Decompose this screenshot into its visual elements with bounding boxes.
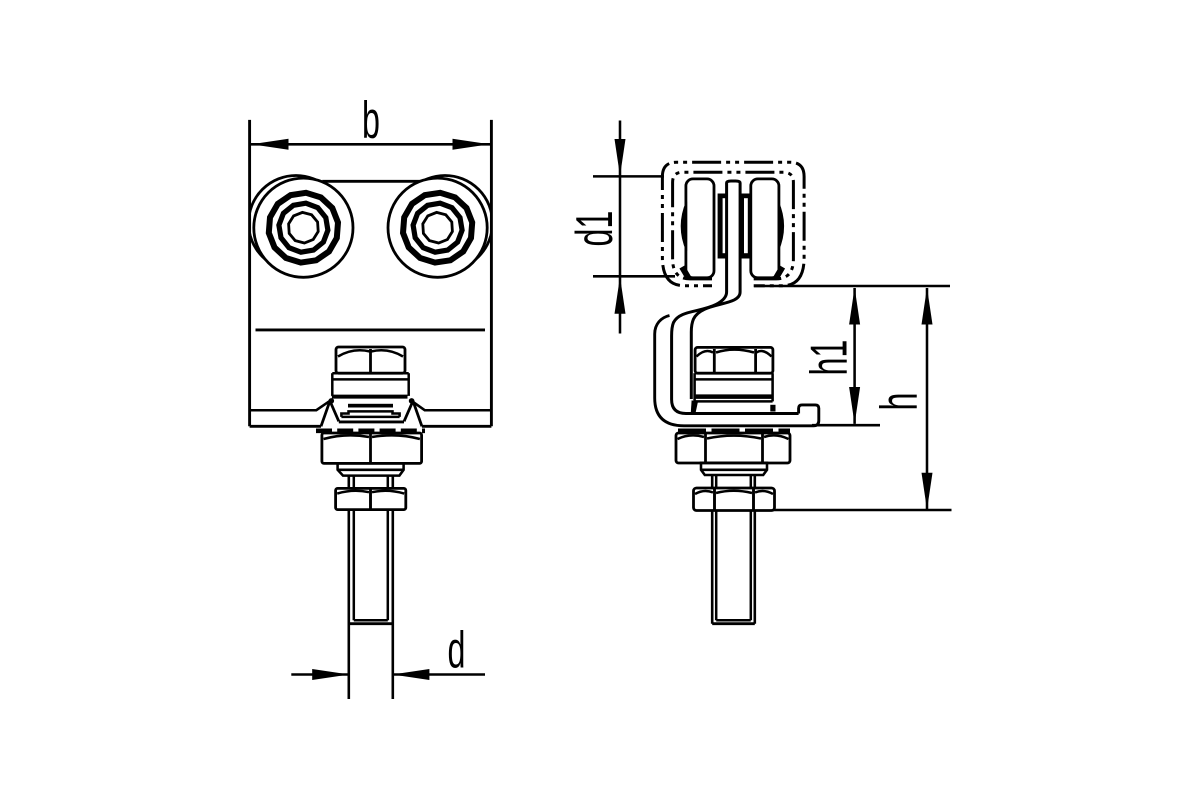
svg-text:h1: h1 — [801, 340, 859, 376]
svg-text:d1: d1 — [566, 211, 624, 247]
svg-text:b: b — [362, 92, 380, 150]
svg-text:d: d — [448, 622, 466, 680]
svg-text:h: h — [871, 393, 929, 411]
